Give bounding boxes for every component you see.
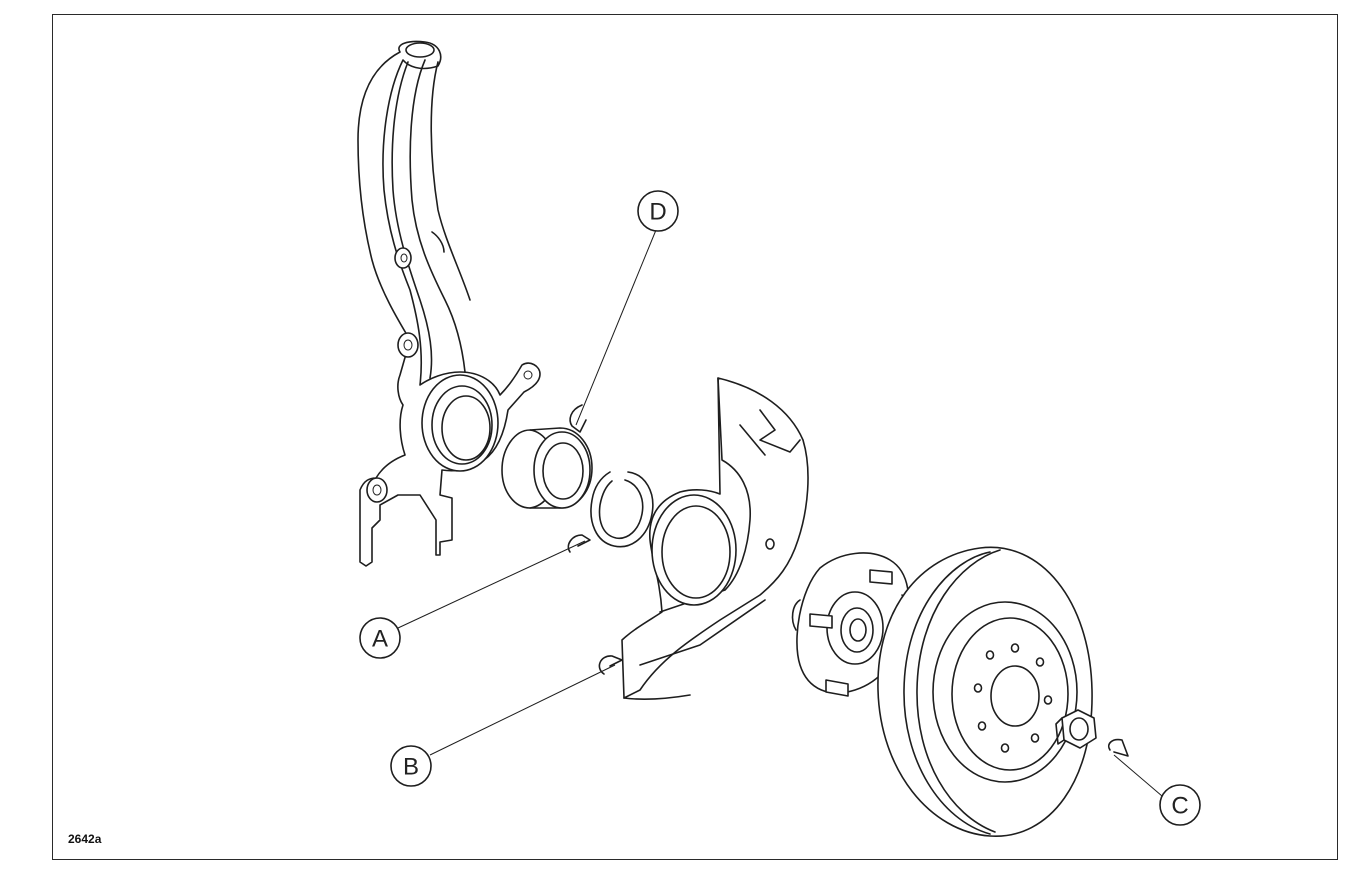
- brake-disc: [877, 546, 1093, 837]
- leader-line-b: [429, 664, 616, 756]
- steering-knuckle: [357, 40, 541, 567]
- leader-line-c: [1113, 754, 1163, 797]
- callout-label-b: B: [403, 754, 419, 781]
- callout-b: B: [390, 745, 432, 787]
- snap-ring: [590, 471, 654, 548]
- leader-line-a: [397, 540, 586, 629]
- dust-shield: [621, 377, 809, 701]
- callout-label-c: C: [1171, 793, 1188, 820]
- leader-line-d: [575, 229, 657, 426]
- callout-a: A: [359, 617, 401, 659]
- callout-c: C: [1159, 784, 1201, 826]
- callout-label-d: D: [649, 199, 666, 226]
- callout-d: D: [637, 190, 679, 232]
- figure-id-label: 2642a: [68, 832, 102, 846]
- hub-nut: [1055, 709, 1097, 749]
- diagram-frame: [52, 14, 1338, 860]
- callout-label-a: A: [372, 626, 388, 653]
- wheel-bearing: [501, 427, 593, 509]
